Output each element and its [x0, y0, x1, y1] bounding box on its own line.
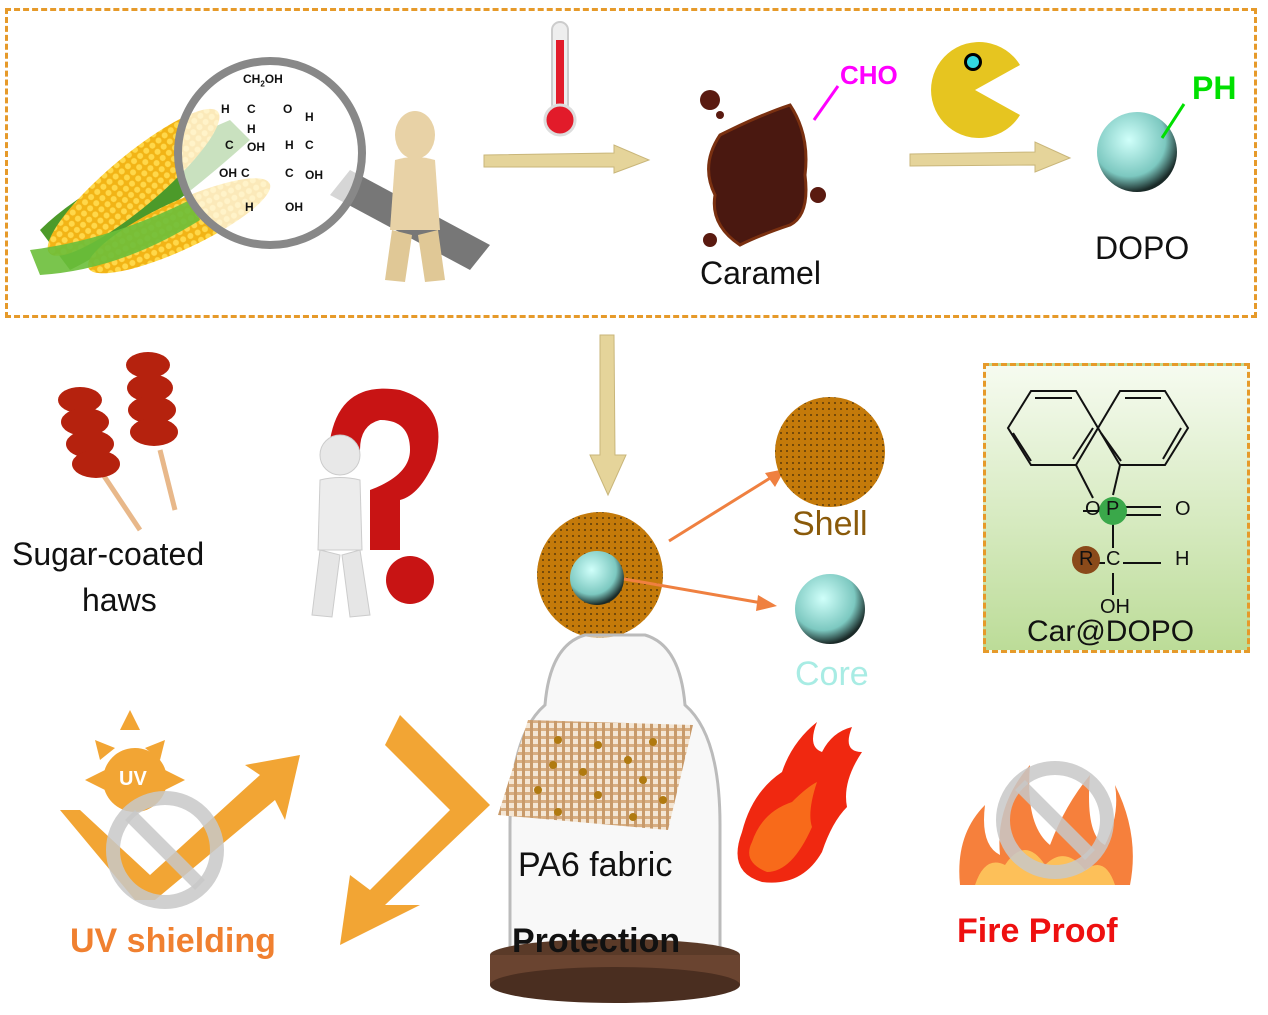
ph-bond-line — [1160, 103, 1186, 139]
atom-r: R — [1079, 548, 1094, 570]
atom-o-double: O — [1175, 498, 1191, 520]
atom: C — [285, 166, 294, 180]
atom: OH — [219, 166, 237, 180]
protection-label: Protection — [512, 922, 681, 960]
reflect-arrow-icon — [340, 715, 490, 945]
arrow-right-icon — [483, 144, 651, 174]
atom-o-ring: O — [1085, 498, 1101, 520]
atom-oh: OH — [1100, 596, 1130, 618]
pa6-fabric-icon — [498, 720, 693, 830]
shell-label: Shell — [792, 505, 868, 543]
haws-label-line1: Sugar-coated — [12, 536, 205, 572]
atom-h: H — [1175, 548, 1190, 570]
question-mark-icon — [330, 388, 439, 604]
pa6-fabric-label: PA6 fabric — [518, 846, 673, 884]
arrow-down-icon — [589, 334, 627, 497]
shell-sphere-icon — [775, 397, 885, 507]
arrow-right-icon — [909, 141, 1072, 173]
haws-label-line2: haws — [82, 582, 157, 618]
atom: C — [241, 166, 250, 180]
fire-proof-label: Fire Proof — [957, 912, 1118, 950]
caramel-label: Caramel — [700, 255, 821, 291]
core-label: Core — [795, 655, 869, 693]
cho-group-label: CHO — [840, 60, 898, 90]
thinking-person-icon — [311, 434, 371, 618]
person-figure-icon — [385, 111, 445, 282]
atom: C — [247, 102, 256, 116]
atom: H — [245, 200, 254, 214]
atom: H — [285, 138, 294, 152]
ph-group-label: PH — [1192, 70, 1237, 106]
atom: C — [305, 138, 314, 152]
glucose-ch2oh: CH2OH — [243, 72, 283, 89]
core-sphere-icon — [795, 574, 865, 644]
atom: OH — [285, 200, 303, 214]
thermometer-icon — [543, 21, 577, 137]
car-dopo-caption: Car@DOPO — [1027, 615, 1195, 648]
fire-proof-icon — [959, 761, 1133, 885]
glucose-structure: CH2OH H C O H H C OH H C OH OH C C OH H … — [205, 70, 345, 220]
uv-sun-text: UV — [119, 768, 147, 790]
haws-icon — [58, 352, 178, 532]
top-panel-border — [5, 8, 1257, 318]
dopo-structure-drawing — [1006, 390, 1190, 595]
core-pointer-arrow — [623, 577, 777, 611]
cho-bond-line — [812, 85, 840, 121]
atom: H — [221, 102, 230, 116]
caramel-icon — [700, 90, 826, 247]
uv-shielding-label: UV shielding — [70, 922, 276, 960]
atom-p: P — [1106, 498, 1120, 520]
dopo-label: DOPO — [1095, 230, 1190, 266]
uv-sun-icon — [60, 710, 300, 909]
atom: H — [247, 122, 256, 136]
atom: OH — [247, 140, 265, 154]
dopo-sphere-icon — [1097, 112, 1177, 192]
atom: H — [305, 110, 314, 124]
core-shell-particle-icon — [537, 512, 663, 638]
atom: C — [225, 138, 234, 152]
atom: OH — [305, 168, 323, 182]
pacman-icon — [931, 42, 1020, 138]
atom-c: C — [1106, 548, 1121, 570]
fireball-icon — [737, 722, 862, 883]
atom: O — [283, 102, 293, 116]
